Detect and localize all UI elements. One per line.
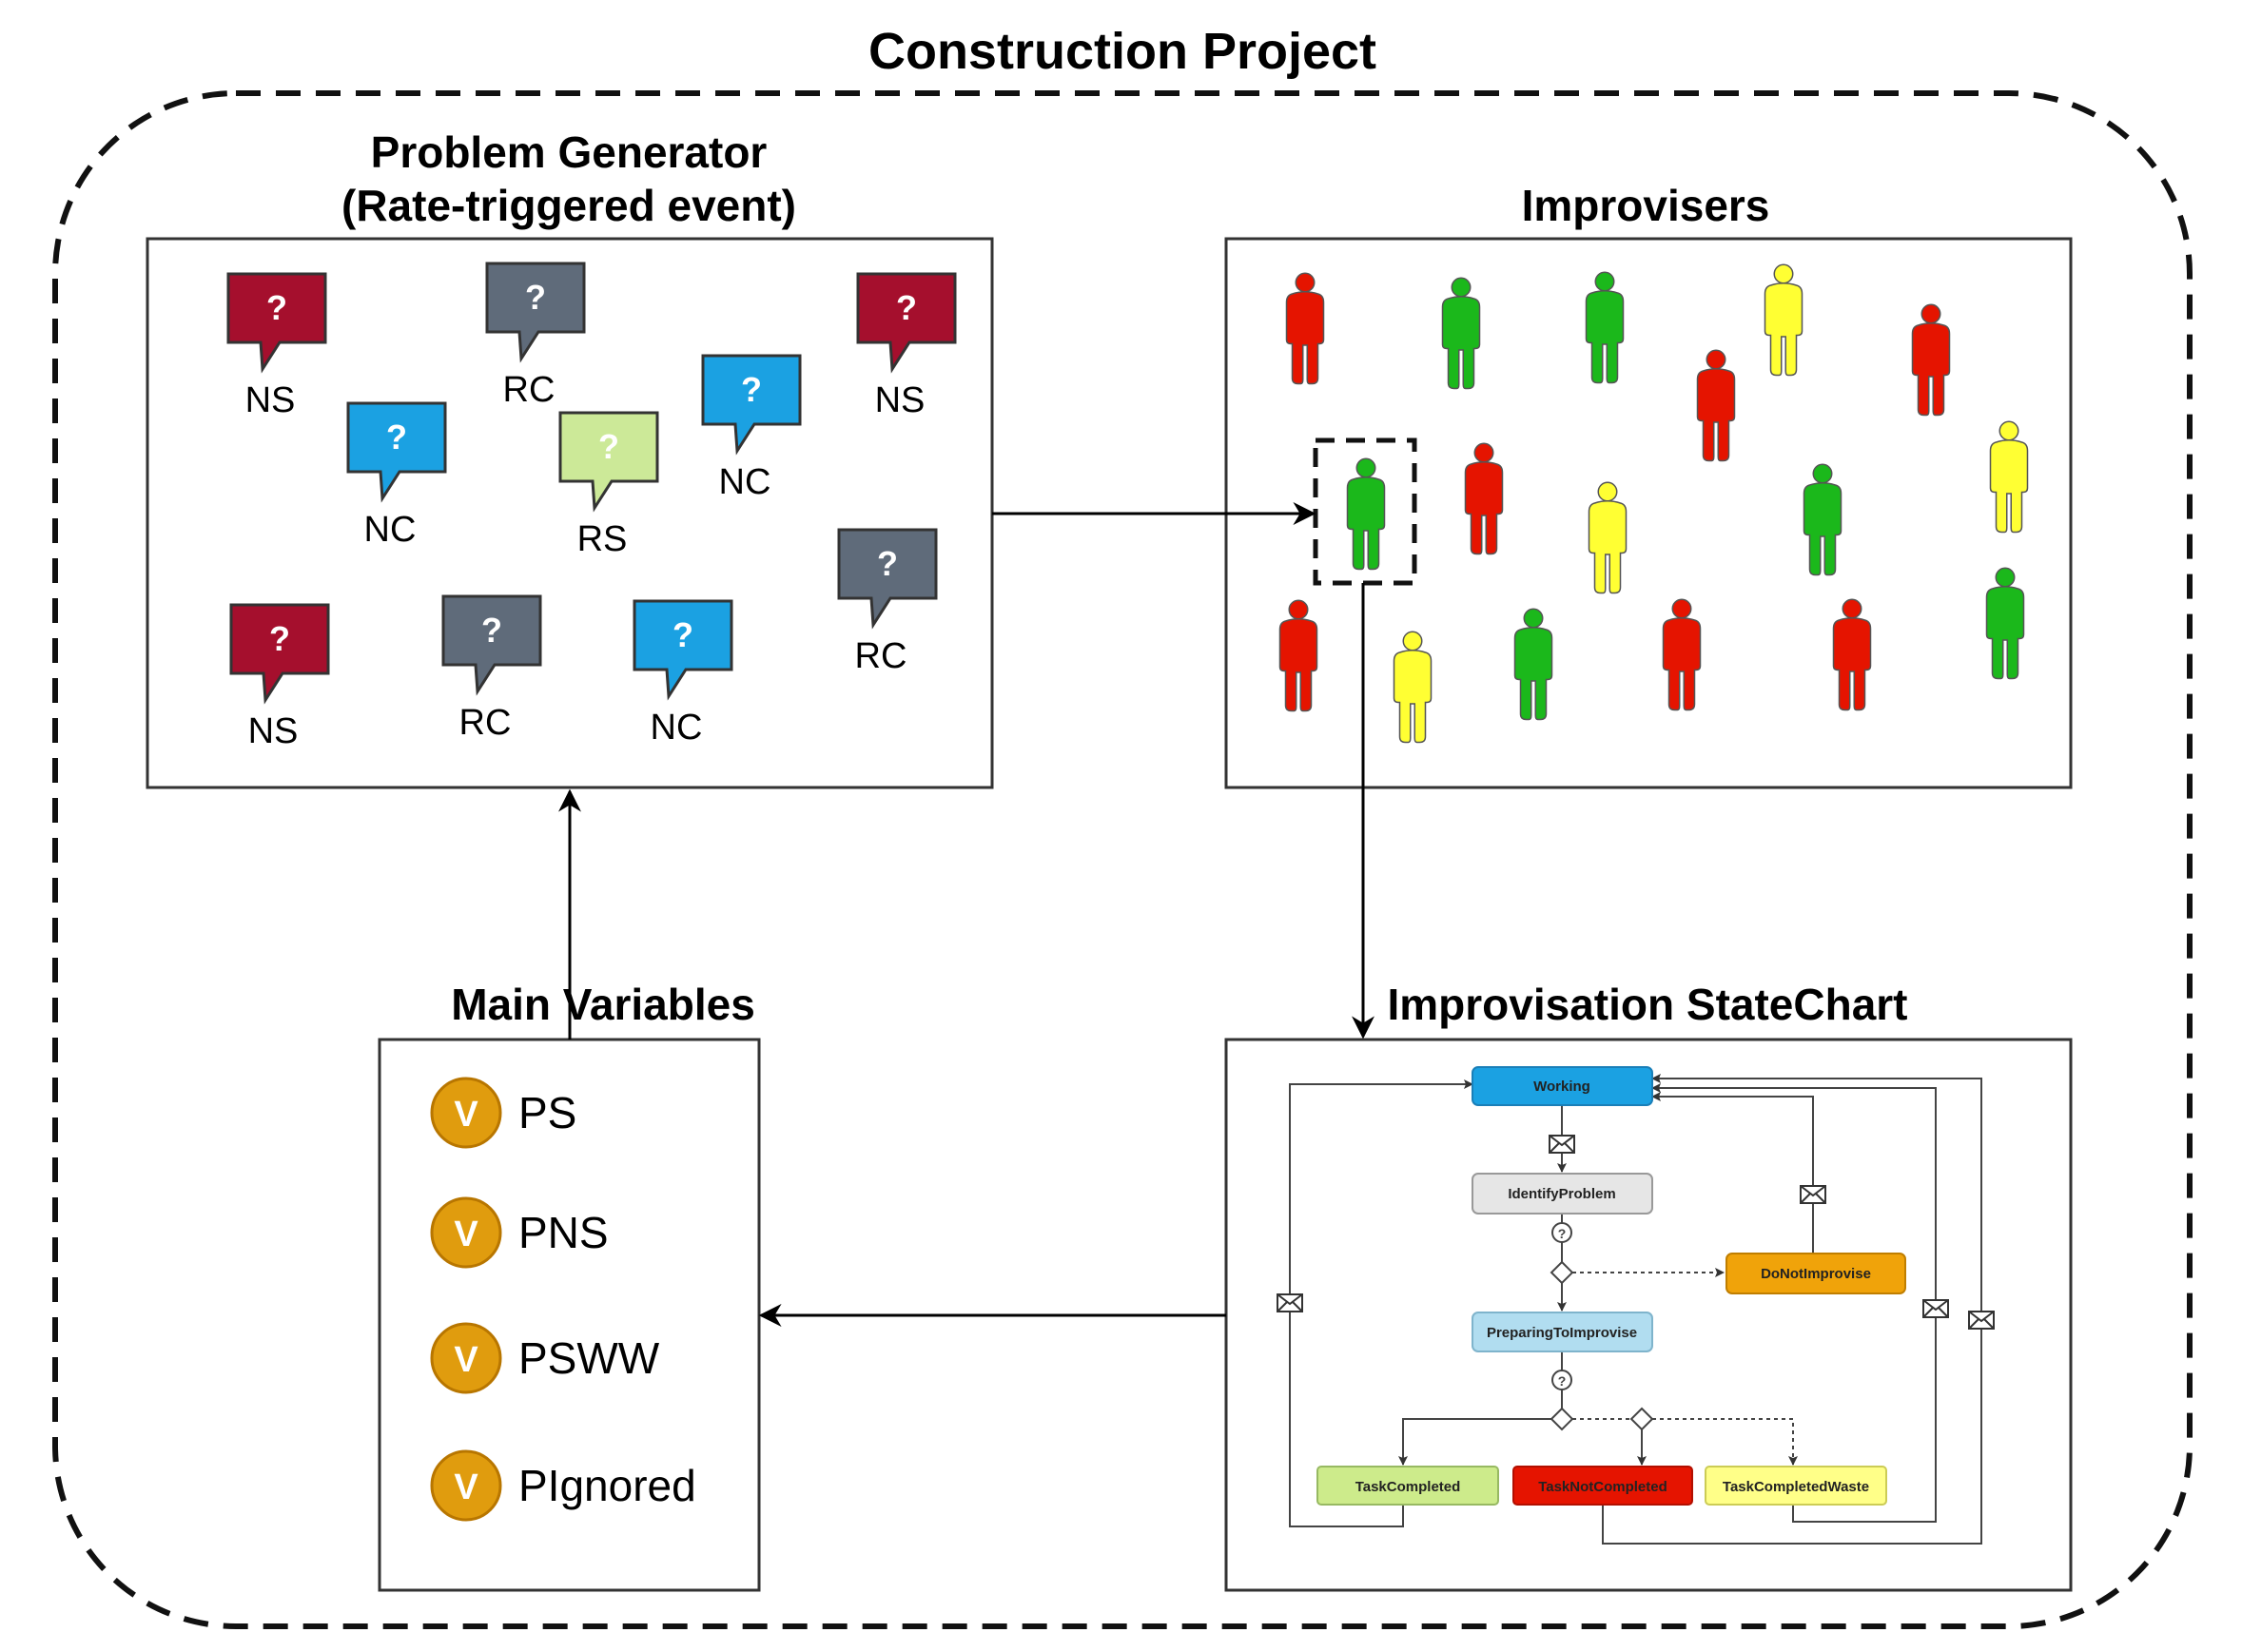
state-task-not-completed: TaskNotCompleted bbox=[1512, 1466, 1693, 1506]
improvisers-title: Improvisers bbox=[1522, 181, 1770, 230]
flow-arrows bbox=[558, 502, 1374, 1327]
question-mark: ? bbox=[386, 418, 407, 457]
problem-label: RC bbox=[503, 370, 556, 410]
svg-text:PreparingToImprovise: PreparingToImprovise bbox=[1487, 1325, 1637, 1341]
problem-label: NC bbox=[719, 462, 771, 502]
statechart-title: Improvisation StateChart bbox=[1388, 980, 1908, 1029]
choice-diamond bbox=[1550, 1407, 1574, 1431]
choice-diamond bbox=[1550, 1260, 1574, 1285]
state-preparing-to-improvise: PreparingToImprovise bbox=[1472, 1312, 1653, 1352]
svg-text:TaskCompletedWaste: TaskCompletedWaste bbox=[1723, 1479, 1869, 1495]
question-mark: ? bbox=[266, 288, 287, 327]
question-mark: ? bbox=[481, 611, 502, 650]
question-mark: ? bbox=[673, 615, 693, 654]
variable-name: PIgnored bbox=[518, 1461, 696, 1510]
envelope-icon bbox=[1968, 1311, 1995, 1330]
variable-icon bbox=[430, 1196, 502, 1269]
variable-item: V PS bbox=[430, 1077, 576, 1149]
question-mark: ? bbox=[598, 427, 619, 466]
choice-diamond bbox=[1629, 1407, 1654, 1431]
envelope-icon bbox=[1922, 1299, 1949, 1318]
state-working: Working bbox=[1472, 1066, 1653, 1106]
variable-list: V PS V PNS V PSWW V PIgnored bbox=[430, 1077, 696, 1522]
variable-icon-letter: V bbox=[454, 1467, 478, 1507]
variable-icon bbox=[430, 1322, 502, 1394]
envelope-icon bbox=[1549, 1135, 1575, 1154]
problem-label: RC bbox=[855, 636, 907, 676]
envelope-icon bbox=[1800, 1185, 1826, 1204]
problem-label: NC bbox=[364, 510, 417, 550]
svg-text:Working: Working bbox=[1533, 1079, 1590, 1095]
problem-bubble-nc: ? NC bbox=[346, 401, 447, 550]
variable-item: V PSWW bbox=[430, 1322, 660, 1394]
state-do-not-improvise: DoNotImprovise bbox=[1725, 1253, 1906, 1294]
variable-icon-letter: V bbox=[454, 1340, 478, 1380]
variable-name: PNS bbox=[518, 1208, 609, 1257]
variable-name: PSWW bbox=[518, 1333, 660, 1383]
problem-label: RS bbox=[577, 519, 628, 559]
variable-item: V PIgnored bbox=[430, 1449, 696, 1522]
question-mark: ? bbox=[525, 278, 546, 317]
problem-label: NC bbox=[651, 708, 703, 748]
problem-bubble-ns: ? NS bbox=[856, 272, 957, 420]
question-mark: ? bbox=[269, 619, 290, 658]
variable-name: PS bbox=[518, 1088, 576, 1137]
svg-text:TaskCompleted: TaskCompleted bbox=[1355, 1479, 1461, 1495]
svg-text:?: ? bbox=[1558, 1373, 1567, 1389]
question-mark: ? bbox=[877, 544, 898, 583]
problem-generator-subtitle: (Rate-triggered event) bbox=[341, 181, 796, 230]
problem-label: NS bbox=[245, 380, 296, 420]
svg-text:IdentifyProblem: IdentifyProblem bbox=[1508, 1186, 1615, 1202]
question-mark: ? bbox=[741, 370, 762, 409]
question-mark: ? bbox=[896, 288, 917, 327]
variable-icon-letter: V bbox=[454, 1095, 478, 1135]
problem-bubble-rs: ? RS bbox=[558, 411, 659, 559]
svg-text:DoNotImprovise: DoNotImprovise bbox=[1761, 1266, 1871, 1282]
problem-generator-title: Problem Generator bbox=[371, 127, 768, 177]
construction-project-boundary bbox=[52, 90, 2193, 1629]
state-task-completed-waste: TaskCompletedWaste bbox=[1705, 1466, 1887, 1506]
variable-item: V PNS bbox=[430, 1196, 609, 1269]
svg-text:?: ? bbox=[1558, 1226, 1567, 1241]
variable-icon bbox=[430, 1449, 502, 1522]
problem-bubble-nc: ? NC bbox=[701, 354, 802, 502]
problem-bubble-nc: ? NC bbox=[633, 599, 733, 748]
question-guard-icon: ? bbox=[1551, 1222, 1572, 1243]
envelope-icon bbox=[1277, 1293, 1303, 1312]
state-task-completed: TaskCompleted bbox=[1316, 1466, 1499, 1506]
problem-bubble-rc: ? RC bbox=[485, 262, 586, 410]
problem-label: RC bbox=[459, 703, 512, 743]
problem-label: NS bbox=[875, 380, 926, 420]
problem-label: NS bbox=[248, 711, 299, 751]
problem-list: ? NS? RC? NS? NC? RS? NC? RC? NS? RC? NC bbox=[226, 262, 957, 751]
variable-icon-letter: V bbox=[454, 1215, 478, 1254]
diagram-title: Construction Project bbox=[868, 23, 1376, 80]
variable-icon bbox=[430, 1077, 502, 1149]
problem-bubble-rc: ? RC bbox=[837, 528, 938, 676]
question-guard-icon: ? bbox=[1551, 1370, 1572, 1390]
problem-bubble-rc: ? RC bbox=[441, 594, 542, 743]
state-identify-problem: IdentifyProblem bbox=[1472, 1173, 1653, 1215]
svg-text:TaskNotCompleted: TaskNotCompleted bbox=[1538, 1479, 1667, 1495]
main-variables-title: Main Variables bbox=[451, 980, 755, 1029]
problem-bubble-ns: ? NS bbox=[229, 603, 330, 751]
problem-bubble-ns: ? NS bbox=[226, 272, 327, 420]
